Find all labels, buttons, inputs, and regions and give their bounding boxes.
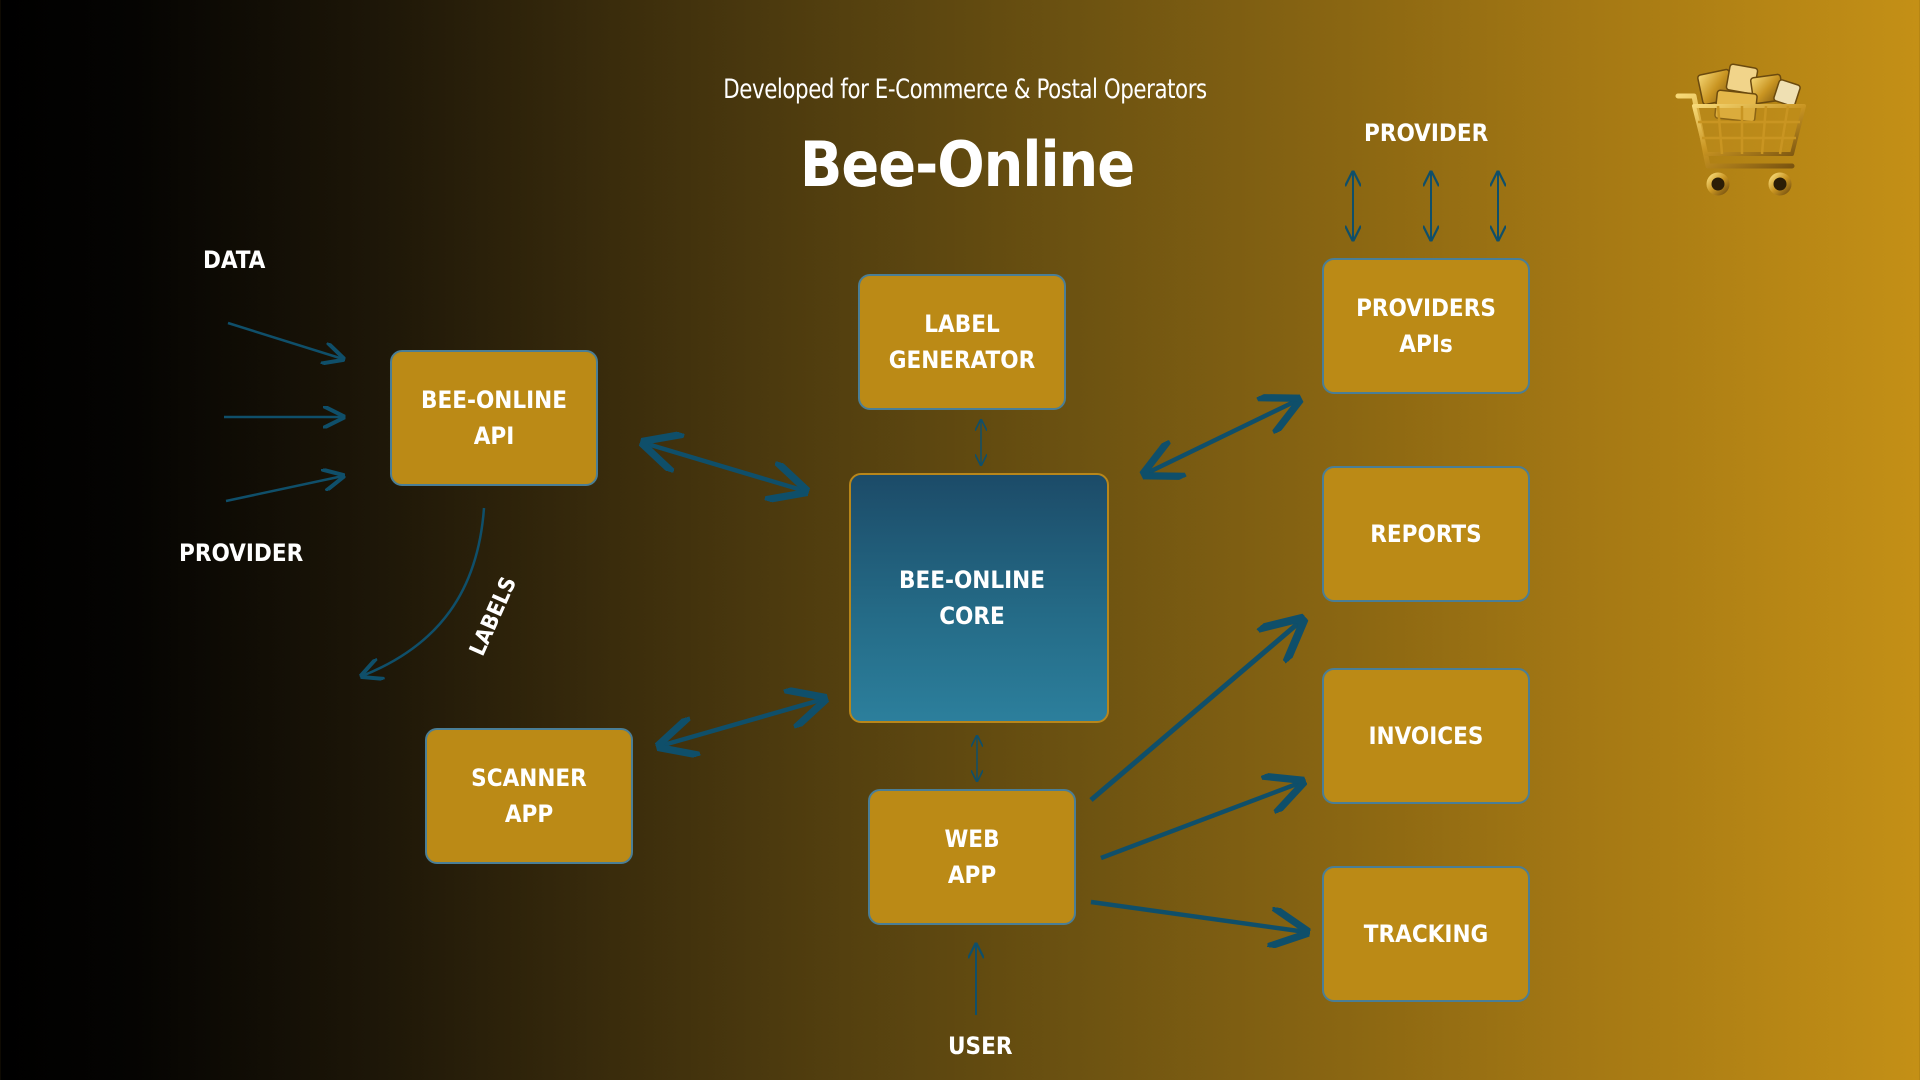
box-reports-label: REPORTS [1370, 520, 1482, 548]
box-providers-apis[interactable]: PROVIDERS APIs [1322, 258, 1530, 394]
box-reports[interactable]: REPORTS [1322, 466, 1530, 602]
arrow-webapp-tracking [1090, 899, 1306, 932]
arrow-scanner-core [660, 699, 824, 746]
arrow-labels-curve [362, 507, 486, 676]
label-data: DATA [203, 246, 266, 274]
box-scanner-app-label: SCANNER APP [471, 764, 587, 828]
box-tracking[interactable]: TRACKING [1322, 866, 1530, 1002]
arrow-data-in-3 [225, 476, 343, 503]
box-label-generator-label: LABEL GENERATOR [888, 310, 1036, 374]
label-provider-left: PROVIDER [179, 539, 304, 567]
box-label-generator[interactable]: LABEL GENERATOR [858, 274, 1066, 410]
box-bee-online-api[interactable]: BEE-ONLINE API [390, 350, 598, 486]
arrow-data-in-1 [227, 321, 343, 359]
arrow-webapp-invoices [1100, 782, 1302, 861]
box-bee-online-core-label: BEE-ONLINE CORE [899, 566, 1045, 630]
label-provider-top: PROVIDER [1364, 119, 1489, 147]
box-invoices-label: INVOICES [1368, 722, 1484, 750]
label-user: USER [948, 1032, 1013, 1060]
arrow-api-core [644, 443, 805, 491]
box-providers-apis-label: PROVIDERS APIs [1356, 294, 1496, 358]
box-tracking-label: TRACKING [1363, 920, 1489, 948]
arrow-core-providers [1145, 400, 1298, 474]
box-scanner-app[interactable]: SCANNER APP [425, 728, 633, 864]
subtitle: Developed for E-Commerce & Postal Operat… [723, 74, 1207, 105]
shopping-cart-with-parcels-icon [1675, 63, 1806, 196]
box-web-app[interactable]: WEB APP [868, 789, 1076, 925]
box-invoices[interactable]: INVOICES [1322, 668, 1530, 804]
box-bee-online-api-label: BEE-ONLINE API [421, 386, 567, 450]
box-bee-online-core[interactable]: BEE-ONLINE CORE [849, 473, 1109, 723]
arrow-webapp-reports [1089, 620, 1302, 802]
box-web-app-label: WEB APP [944, 825, 1000, 889]
page-title: Bee-Online [799, 128, 1135, 201]
